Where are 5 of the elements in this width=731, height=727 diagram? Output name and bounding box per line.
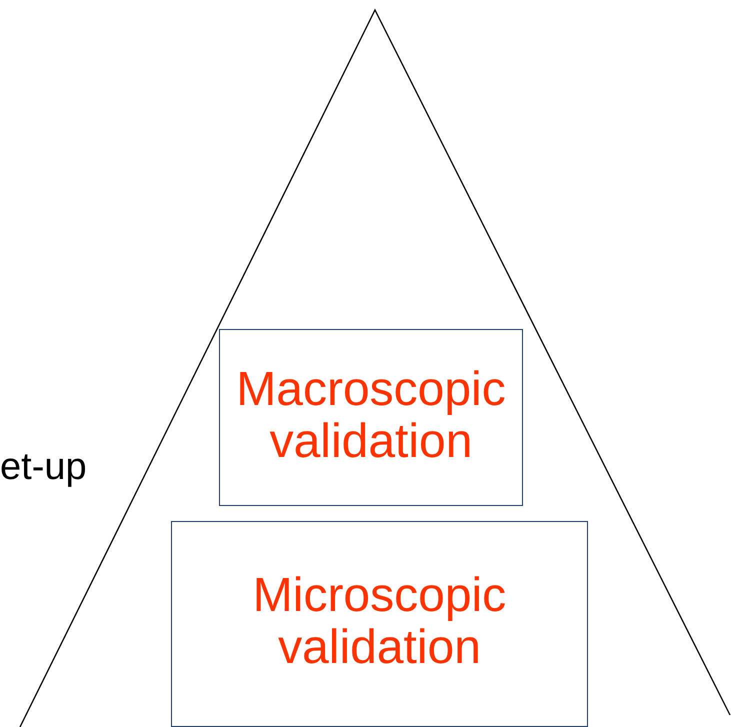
validation-box: [171, 521, 588, 727]
box-label: Microscopic validation: [252, 570, 508, 674]
box-label: Macroscopic validation: [235, 364, 507, 468]
validation-box: [219, 329, 523, 506]
side-label: et-up: [0, 446, 87, 489]
